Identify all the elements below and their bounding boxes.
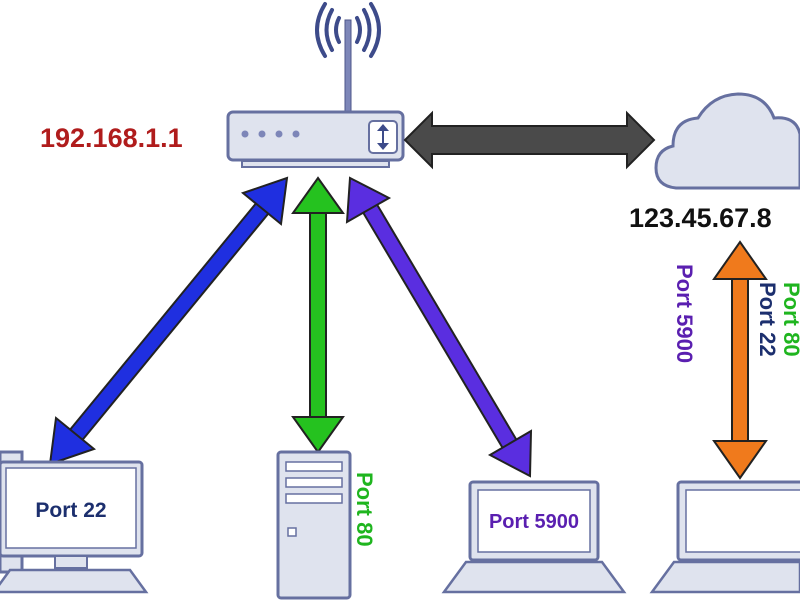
desktop-stand xyxy=(54,555,88,569)
router-ip-label: 192.168.1.1 xyxy=(40,123,183,153)
server-drive-bay xyxy=(285,493,343,504)
router-antenna xyxy=(344,19,352,116)
server-power-button xyxy=(287,527,297,537)
updown-arrow-icon xyxy=(377,124,389,150)
cloud-icon xyxy=(654,92,800,190)
laptop-keyboard xyxy=(441,560,627,594)
laptop-screen xyxy=(477,489,591,553)
cloud-ip-label: 123.45.67.8 xyxy=(629,203,772,233)
wifi-icon xyxy=(315,2,381,58)
laptop-remote xyxy=(649,480,800,594)
laptop-middle xyxy=(441,480,627,594)
server-tower xyxy=(276,450,352,600)
router-led xyxy=(241,130,249,138)
router-led xyxy=(292,130,300,138)
router-base xyxy=(241,160,390,168)
desktop-port-label: Port 22 xyxy=(35,499,106,522)
desktop-computer xyxy=(0,450,149,594)
server-case xyxy=(276,450,352,600)
server-router-arrow xyxy=(291,176,345,454)
router xyxy=(226,2,405,168)
remote-laptop-screen xyxy=(685,489,800,553)
server-port-label: Port 80 xyxy=(352,472,377,547)
server-drive-bay xyxy=(285,461,343,472)
router-led xyxy=(275,130,283,138)
router-cloud-arrow xyxy=(403,110,656,170)
remote-laptop-keyboard xyxy=(649,560,800,594)
remote-port-22-label: Port 22 xyxy=(755,282,780,357)
remote-port-80-label: Port 80 xyxy=(779,282,800,357)
desktop-keyboard xyxy=(0,568,149,594)
laptop-port-label: Port 5900 xyxy=(489,511,579,533)
router-led xyxy=(258,130,266,138)
remote-port-5900-label: Port 5900 xyxy=(672,264,697,363)
remote-laptop-cloud-arrow xyxy=(712,240,768,480)
desktop-screen xyxy=(5,467,137,549)
laptop-router-arrow xyxy=(345,176,533,478)
server-drive-bay xyxy=(285,477,343,488)
desktop-router-arrow xyxy=(48,176,289,466)
